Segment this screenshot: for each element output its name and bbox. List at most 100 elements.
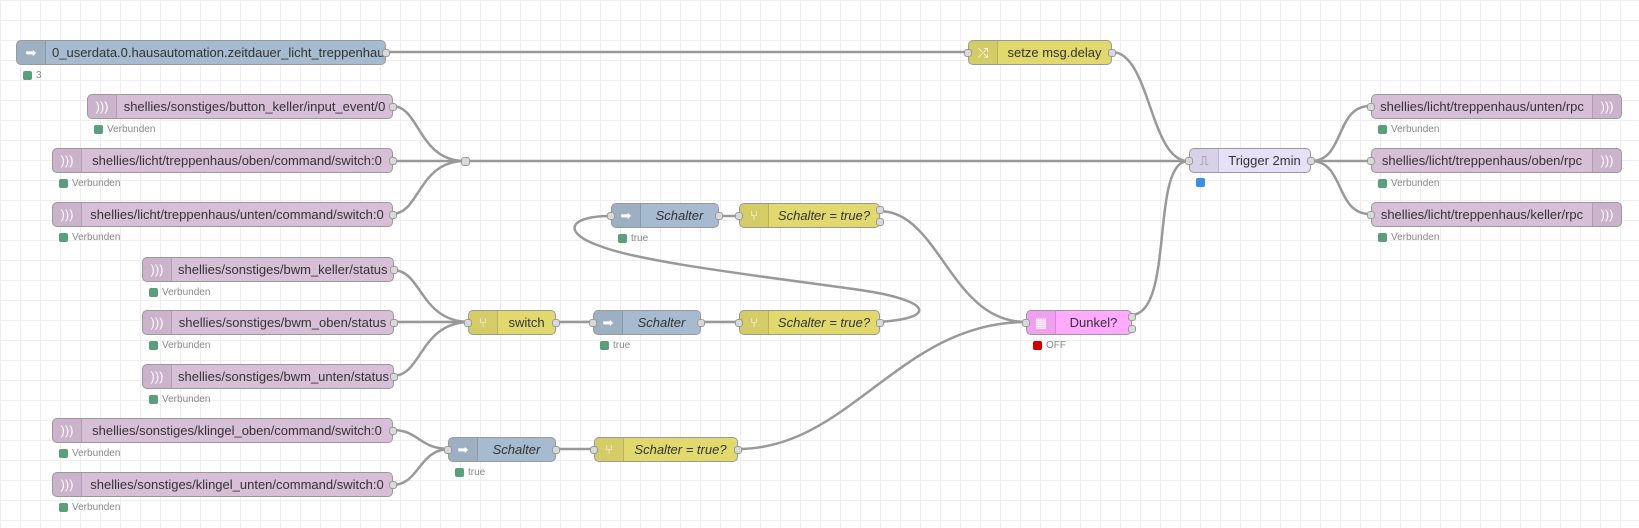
- switch-node[interactable]: ⑂ switch: [464, 310, 560, 335]
- mqtt-in-button-keller[interactable]: ))) shellies/sonstiges/button_keller/inp…: [87, 94, 397, 119]
- switch-node-schalter-true-top[interactable]: ⑂ Schalter = true?: [735, 203, 884, 228]
- mqtt-in-bwm-oben[interactable]: ))) shellies/sonstiges/bwm_oben/status: [142, 310, 398, 335]
- wire: [391, 159, 466, 216]
- output-port[interactable]: [697, 319, 705, 327]
- node-status: Verbunden: [149, 287, 210, 298]
- input-port[interactable]: [1367, 103, 1375, 111]
- input-port[interactable]: [590, 446, 598, 454]
- mqtt-in-klingel-unten[interactable]: ))) shellies/sonstiges/klingel_unten/com…: [52, 472, 397, 497]
- inject-node-schalter-bottom[interactable]: ➡ Schalter: [444, 437, 560, 462]
- bridge-icon: ))): [53, 419, 82, 442]
- bridge-icon: ))): [53, 473, 82, 496]
- wire: [392, 320, 471, 378]
- wire-junction[interactable]: [461, 157, 470, 166]
- bridge-icon: ))): [53, 203, 82, 226]
- change-node-setze-delay[interactable]: ⤮ setze msg.delay: [964, 40, 1116, 65]
- wire: [1130, 159, 1189, 317]
- node-status: Verbunden: [59, 232, 120, 243]
- input-port[interactable]: [1022, 319, 1030, 327]
- input-port[interactable]: [735, 319, 743, 327]
- arrow-right-icon: ➡: [612, 204, 641, 227]
- wire: [392, 268, 471, 324]
- output-port-2[interactable]: [876, 218, 884, 226]
- input-port[interactable]: [464, 319, 472, 327]
- input-port[interactable]: [607, 212, 615, 220]
- wire: [878, 209, 1027, 324]
- wire: [737, 320, 1027, 451]
- wire: [391, 428, 451, 451]
- inject-node-schalter-mid[interactable]: ➡ Schalter: [589, 310, 705, 335]
- output-port[interactable]: [390, 319, 398, 327]
- wire: [391, 447, 451, 487]
- node-status: Verbunden: [59, 178, 120, 189]
- output-port[interactable]: [389, 157, 397, 165]
- calendar-icon: ▦: [1027, 311, 1056, 334]
- node-status: Verbunden: [149, 394, 210, 405]
- inject-node-schalter-top[interactable]: ➡ Schalter: [607, 203, 723, 228]
- input-port[interactable]: [1367, 157, 1375, 165]
- time-node-dunkel[interactable]: ▦ Dunkel?: [1022, 310, 1136, 335]
- trigger-node[interactable]: ⎍ Trigger 2min: [1185, 148, 1315, 173]
- mqtt-out-unten-rpc[interactable]: ))) shellies/licht/treppenhaus/unten/rpc: [1367, 94, 1622, 119]
- mqtt-in-oben-command[interactable]: ))) shellies/licht/treppenhaus/oben/comm…: [52, 148, 397, 173]
- bridge-icon: ))): [143, 365, 172, 388]
- inject-node-zeitdauer[interactable]: ➡ 0_userdata.0.hausautomation.zeitdauer_…: [16, 40, 390, 65]
- wire: [1310, 159, 1371, 216]
- input-port[interactable]: [1185, 157, 1193, 165]
- node-status: Verbunden: [149, 340, 210, 351]
- output-port[interactable]: [389, 481, 397, 489]
- output-port[interactable]: [1108, 49, 1116, 57]
- output-port[interactable]: [390, 373, 398, 381]
- mqtt-in-bwm-unten[interactable]: ))) shellies/sonstiges/bwm_unten/status: [142, 364, 398, 389]
- output-port[interactable]: [734, 446, 742, 454]
- output-port[interactable]: [390, 266, 398, 274]
- mqtt-in-klingel-oben[interactable]: ))) shellies/sonstiges/klingel_oben/comm…: [52, 418, 397, 443]
- input-port[interactable]: [444, 446, 452, 454]
- output-port[interactable]: [715, 212, 723, 220]
- output-port-1[interactable]: [1128, 313, 1136, 321]
- shuffle-icon: ⤮: [969, 41, 998, 64]
- bridge-icon: ))): [53, 149, 82, 172]
- node-status: Verbunden: [59, 448, 120, 459]
- arrow-right-icon: ➡: [17, 41, 46, 64]
- input-port[interactable]: [735, 212, 743, 220]
- mqtt-in-unten-command[interactable]: ))) shellies/licht/treppenhaus/unten/com…: [52, 202, 397, 227]
- pulse-icon: ⎍: [1190, 149, 1219, 172]
- node-status: true: [618, 233, 648, 244]
- mqtt-out-oben-rpc[interactable]: ))) shellies/licht/treppenhaus/oben/rpc: [1367, 148, 1622, 173]
- node-status: 3: [23, 70, 42, 81]
- output-port[interactable]: [876, 319, 884, 327]
- input-port[interactable]: [964, 49, 972, 57]
- node-status: true: [600, 340, 630, 351]
- switch-icon: ⑂: [740, 311, 769, 334]
- output-port[interactable]: [389, 211, 397, 219]
- bridge-icon: ))): [143, 258, 172, 281]
- bridge-icon: ))): [143, 311, 172, 334]
- bridge-icon: ))): [1592, 95, 1621, 118]
- bridge-icon: ))): [1592, 149, 1621, 172]
- switch-icon: ⑂: [595, 438, 624, 461]
- output-port[interactable]: [1307, 157, 1315, 165]
- switch-node-schalter-true-mid[interactable]: ⑂ Schalter = true?: [735, 310, 884, 335]
- input-port[interactable]: [589, 319, 597, 327]
- arrow-right-icon: ➡: [594, 311, 623, 334]
- output-port[interactable]: [382, 49, 390, 57]
- input-port[interactable]: [1367, 211, 1375, 219]
- output-port-2[interactable]: [1128, 325, 1136, 333]
- switch-icon: ⑂: [740, 204, 769, 227]
- node-status: Verbunden: [1378, 124, 1439, 135]
- node-status: Verbunden: [94, 124, 155, 135]
- mqtt-out-keller-rpc[interactable]: ))) shellies/licht/treppenhaus/keller/rp…: [1367, 202, 1622, 227]
- switch-node-schalter-true-bottom[interactable]: ⑂ Schalter = true?: [590, 437, 742, 462]
- node-status-indicator: [1196, 178, 1209, 187]
- mqtt-in-bwm-keller[interactable]: ))) shellies/sonstiges/bwm_keller/status: [142, 257, 398, 282]
- output-port[interactable]: [552, 446, 560, 454]
- node-status: Verbunden: [1378, 232, 1439, 243]
- output-port-1[interactable]: [876, 206, 884, 214]
- output-port[interactable]: [389, 427, 397, 435]
- node-status: Verbunden: [1378, 178, 1439, 189]
- output-port[interactable]: [389, 103, 397, 111]
- output-port[interactable]: [552, 319, 560, 327]
